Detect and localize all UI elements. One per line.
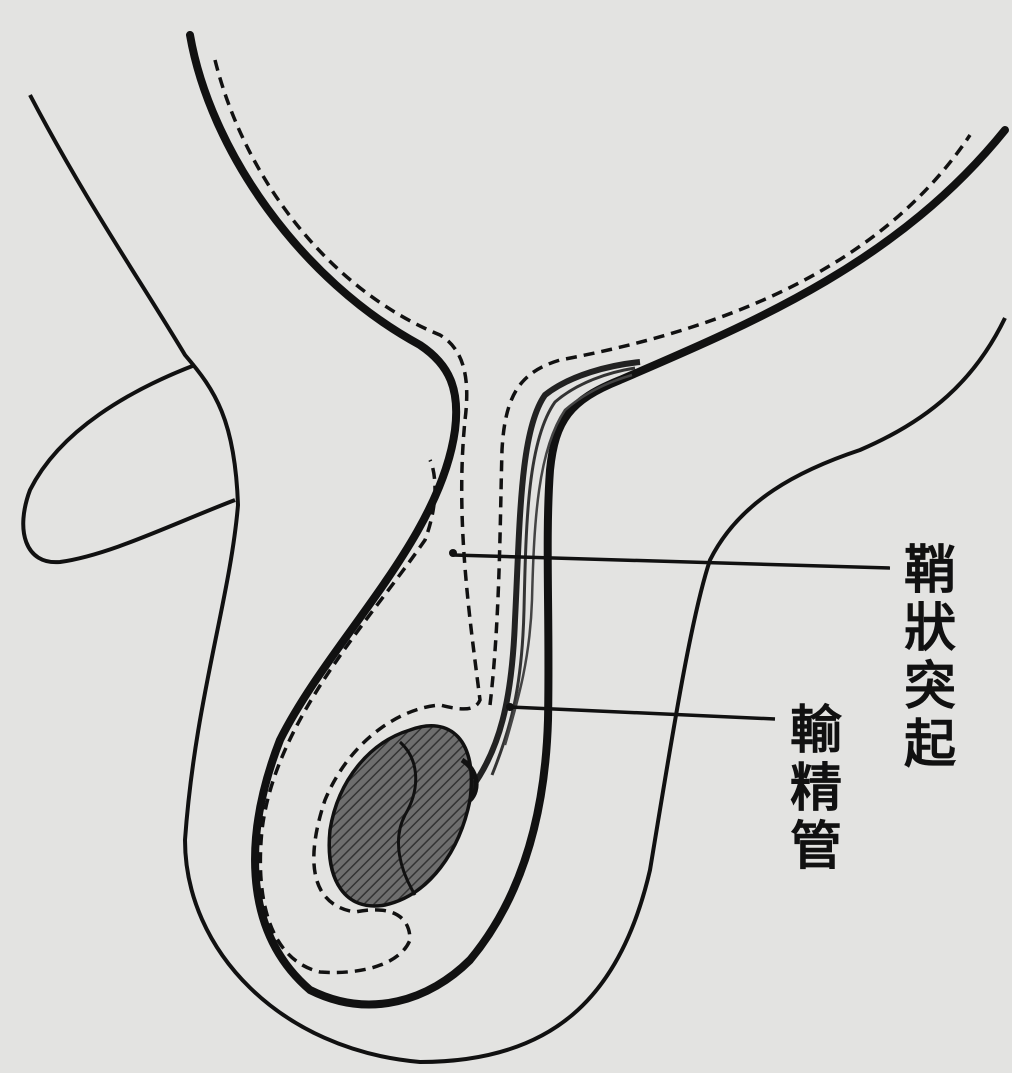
label-processus-vaginalis: 鞘狀突起	[898, 542, 962, 774]
penis-outline	[23, 365, 235, 562]
label-vas-deferens: 輸精管	[784, 702, 848, 876]
testis	[329, 726, 471, 906]
tunica-wall	[190, 35, 1005, 1004]
